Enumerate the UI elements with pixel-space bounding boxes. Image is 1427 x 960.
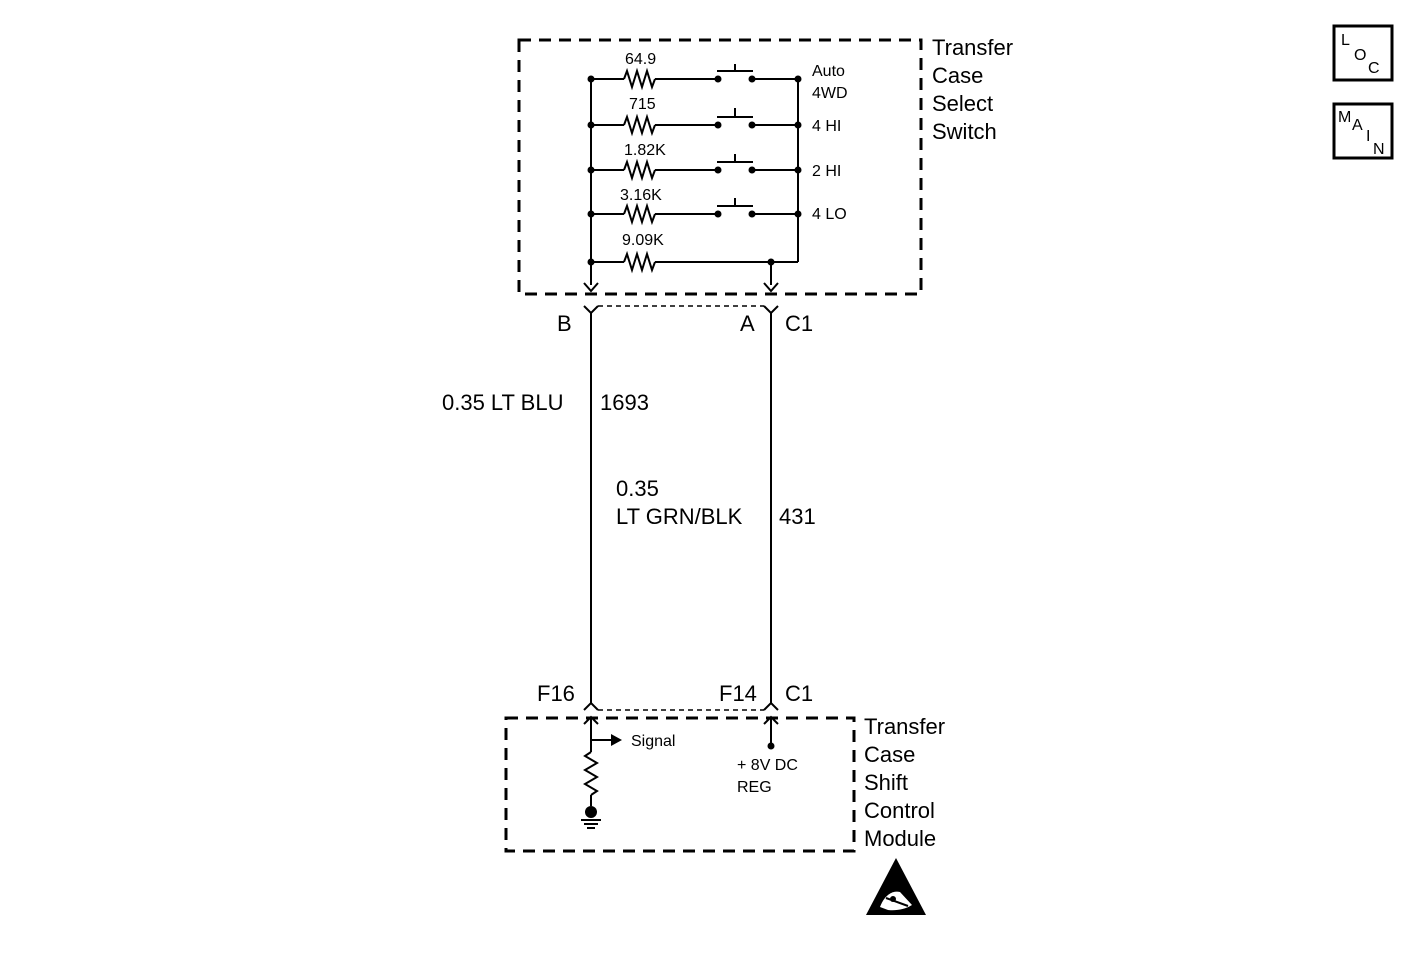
main-letter-n: N bbox=[1373, 141, 1385, 158]
module-signal-circuit: Signal bbox=[581, 717, 675, 829]
signal-label: Signal bbox=[631, 733, 675, 750]
resistor-value-3: 1.82K bbox=[624, 142, 666, 159]
loc-letter-l: L bbox=[1341, 32, 1350, 49]
resistor-value-5: 9.09K bbox=[622, 232, 664, 249]
wire-left-size-color: 0.35 LT BLU bbox=[442, 390, 563, 415]
position-label-4lo: 4 LO bbox=[812, 206, 847, 223]
loc-letter-c: C bbox=[1368, 60, 1380, 77]
wire-right-size: 0.35 bbox=[616, 476, 659, 501]
position-label-4hi: 4 HI bbox=[812, 118, 841, 135]
module-supply-circuit: + 8V DC REG bbox=[737, 717, 798, 796]
bottom-pin-f16-label: F16 bbox=[537, 681, 575, 706]
switch-title-line-3: Select bbox=[932, 91, 993, 116]
loc-button[interactable]: L O C bbox=[1332, 24, 1394, 82]
switch-title: Transfer Case Select Switch bbox=[932, 35, 1013, 144]
resistor-row-3-16k: 3.16K 4 LO bbox=[587, 187, 847, 226]
bottom-connector-pins: F16 F14 C1 bbox=[537, 681, 813, 725]
switch-dashed-box bbox=[517, 38, 923, 296]
main-button[interactable]: M A I N bbox=[1332, 102, 1394, 160]
top-connector-c1-label: C1 bbox=[785, 311, 813, 336]
loc-letter-o: O bbox=[1354, 47, 1366, 64]
main-letter-i: I bbox=[1366, 128, 1370, 145]
position-label-2hi: 2 HI bbox=[812, 163, 841, 180]
resistor-row-9-09k: 9.09K bbox=[587, 232, 798, 285]
bottom-pin-f14-label: F14 bbox=[719, 681, 757, 706]
switch-title-line-2: Case bbox=[932, 63, 983, 88]
module-title-line-2: Case bbox=[864, 742, 915, 767]
wire-right-color: LT GRN/BLK bbox=[616, 504, 743, 529]
resistor-row-1-82k: 1.82K 2 HI bbox=[587, 142, 841, 182]
module-title: Transfer Case Shift Control Module bbox=[864, 714, 945, 851]
module-title-line-4: Control bbox=[864, 798, 935, 823]
esd-warning-icon bbox=[866, 858, 926, 915]
switch-title-line-1: Transfer bbox=[932, 35, 1013, 60]
main-letter-m: M bbox=[1338, 109, 1351, 126]
top-connector-pins: B A C1 bbox=[557, 282, 813, 336]
position-label-auto: Auto bbox=[812, 63, 845, 80]
resistor-value-2: 715 bbox=[629, 96, 656, 113]
top-pin-a-label: A bbox=[740, 311, 755, 336]
module-dashed-box bbox=[504, 716, 856, 853]
switch-title-line-4: Switch bbox=[932, 119, 997, 144]
module-title-line-5: Module bbox=[864, 826, 936, 851]
signal-arrow-icon bbox=[611, 734, 622, 746]
module-title-line-3: Shift bbox=[864, 770, 908, 795]
top-pin-b-label: B bbox=[557, 311, 572, 336]
resistor-row-64-9: 64.9 Auto 4WD bbox=[587, 51, 848, 102]
module-title-line-1: Transfer bbox=[864, 714, 945, 739]
wire-right-circuit: 431 bbox=[779, 504, 816, 529]
position-label-4wd: 4WD bbox=[812, 85, 848, 102]
resistor-value-4: 3.16K bbox=[620, 187, 662, 204]
supply-label-line-1: + 8V DC bbox=[737, 757, 798, 774]
resistor-value-1: 64.9 bbox=[625, 51, 656, 68]
wire-left-circuit: 1693 bbox=[600, 390, 649, 415]
resistor-row-715: 715 4 HI bbox=[587, 96, 841, 137]
main-letter-a: A bbox=[1352, 117, 1363, 134]
bottom-connector-c1-label: C1 bbox=[785, 681, 813, 706]
supply-label-line-2: REG bbox=[737, 779, 772, 796]
